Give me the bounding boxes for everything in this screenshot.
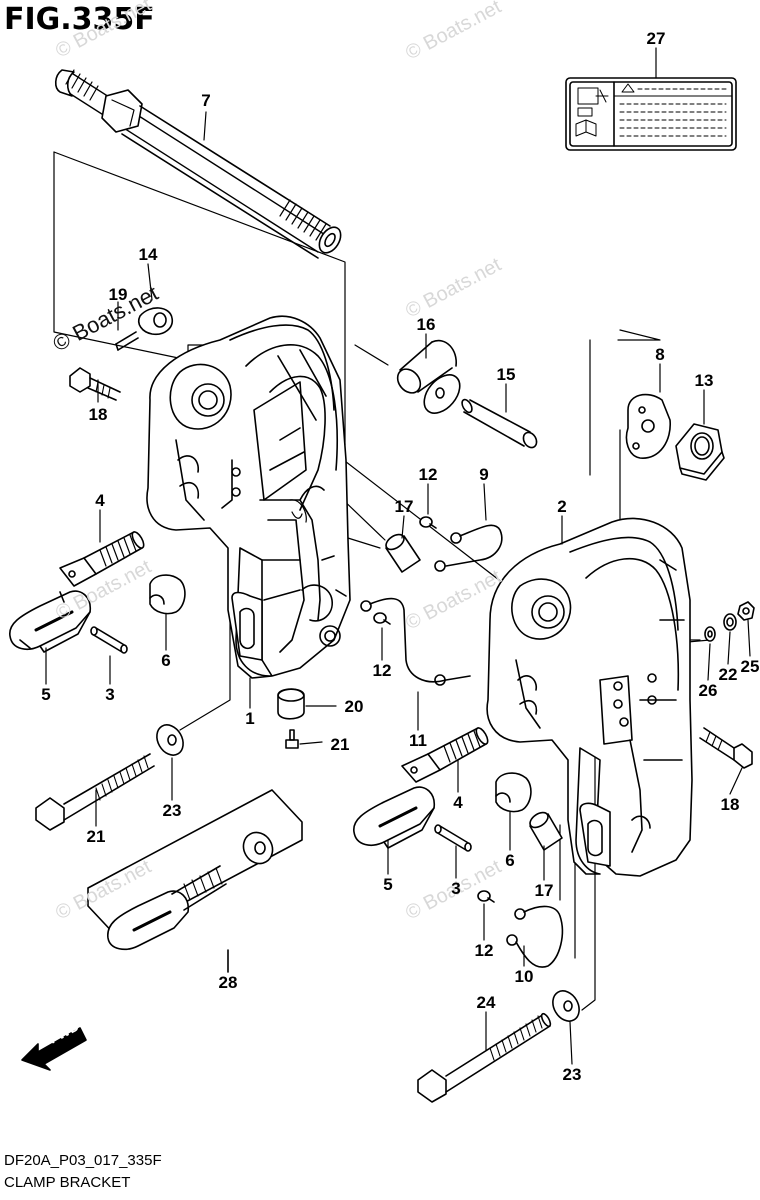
- callout-label: 13: [695, 371, 714, 390]
- washer-part: [156, 724, 184, 756]
- callout-label: 4: [95, 491, 105, 510]
- small-nut-part: [737, 601, 755, 621]
- callout-numbers: 7 27 14 19 16 15 8 13 18 12 9 4 17 2 6 5…: [41, 29, 759, 1084]
- collar-part: [385, 533, 421, 573]
- callout-label: 6: [505, 851, 514, 870]
- callout-label: 22: [719, 665, 738, 684]
- cap-part-2: [495, 772, 532, 813]
- callout-label: 1: [245, 709, 254, 728]
- callout-label: 24: [477, 993, 496, 1012]
- figure-name: CLAMP BRACKET: [4, 1174, 131, 1191]
- long-bolt-part-2: [417, 1012, 552, 1103]
- small-washer-part: [704, 626, 716, 642]
- callout-label: 6: [161, 651, 170, 670]
- callout-label: 21: [331, 735, 350, 754]
- callout-label: 3: [105, 685, 114, 704]
- kit-part: [87, 789, 303, 973]
- callout-label: 21: [87, 827, 106, 846]
- grease-fitting-part: [115, 307, 174, 351]
- screw-part: [419, 516, 437, 529]
- callout-label: 9: [479, 465, 488, 484]
- ground-wire-part-3: [506, 905, 564, 968]
- collar-part-2: [529, 811, 563, 851]
- callout-label: 23: [563, 1065, 582, 1084]
- callout-label: 12: [373, 661, 392, 680]
- thumb-screw-part: [59, 531, 145, 587]
- forward-arrow-icon: [21, 1027, 87, 1071]
- pin-part: [461, 398, 538, 449]
- callout-label: 3: [451, 879, 460, 898]
- clamp-pad-part: [9, 590, 92, 653]
- callout-label: 23: [163, 801, 182, 820]
- bolt-part-2: [699, 727, 753, 769]
- callout-label: 14: [139, 245, 158, 264]
- caution-label-part: [565, 77, 737, 151]
- callout-label: 19: [109, 285, 128, 304]
- small-washer-part-2: [723, 613, 737, 631]
- ground-wire-part: [434, 524, 503, 572]
- stopper-part: [277, 688, 305, 720]
- callout-label: 5: [383, 875, 392, 894]
- callout-label: 17: [535, 881, 554, 900]
- figure-code: DF20A_P03_017_335F: [4, 1152, 162, 1169]
- callout-label: 4: [453, 793, 463, 812]
- small-pin-part: [90, 626, 128, 654]
- washer-part-2: [552, 990, 580, 1022]
- callout-label: 2: [557, 497, 566, 516]
- callout-label: 25: [741, 657, 760, 676]
- callout-label: 20: [345, 697, 364, 716]
- callout-leader-lines: [45, 47, 751, 1065]
- clamp-pad-part-2: [353, 786, 436, 849]
- screw-part-2: [373, 612, 391, 625]
- callout-label: 10: [515, 967, 534, 986]
- ground-wire-part-2: [360, 597, 471, 686]
- small-pin-part-2: [434, 824, 472, 852]
- callout-label: 18: [721, 795, 740, 814]
- bolt-part: [69, 367, 121, 401]
- callout-label: 7: [201, 91, 210, 110]
- callout-label: 5: [41, 685, 50, 704]
- right-clamp-bracket-part: [486, 517, 693, 877]
- figure-title: FIG.335F: [4, 2, 155, 37]
- callout-label: 26: [699, 681, 718, 700]
- callout-label: 8: [655, 345, 664, 364]
- callout-label: 16: [417, 315, 436, 334]
- callout-label: 28: [219, 973, 238, 992]
- watermark-text: © Boats.net: [402, 0, 505, 64]
- cap-part: [149, 574, 186, 615]
- callout-label: 15: [497, 365, 516, 384]
- watermark-text: © Boats.net: [402, 254, 505, 323]
- left-clamp-bracket-part: [146, 315, 351, 679]
- watermark-text: © Boats.net: [52, 0, 155, 62]
- callout-label: 12: [419, 465, 438, 484]
- long-bolt-part: [35, 753, 155, 831]
- callout-label: 12: [475, 941, 494, 960]
- callout-label: 27: [647, 29, 666, 48]
- screw-part-3: [477, 890, 495, 903]
- bushing-part: [396, 339, 461, 414]
- tilt-tube-part: [54, 69, 342, 259]
- plate-part: [625, 393, 671, 459]
- callout-label: 18: [89, 405, 108, 424]
- bolt-small-part: [285, 729, 299, 749]
- callout-label: 11: [409, 731, 427, 750]
- nut-part: [675, 423, 725, 481]
- thumb-screw-part-2: [401, 727, 489, 783]
- callout-label: 17: [395, 497, 414, 516]
